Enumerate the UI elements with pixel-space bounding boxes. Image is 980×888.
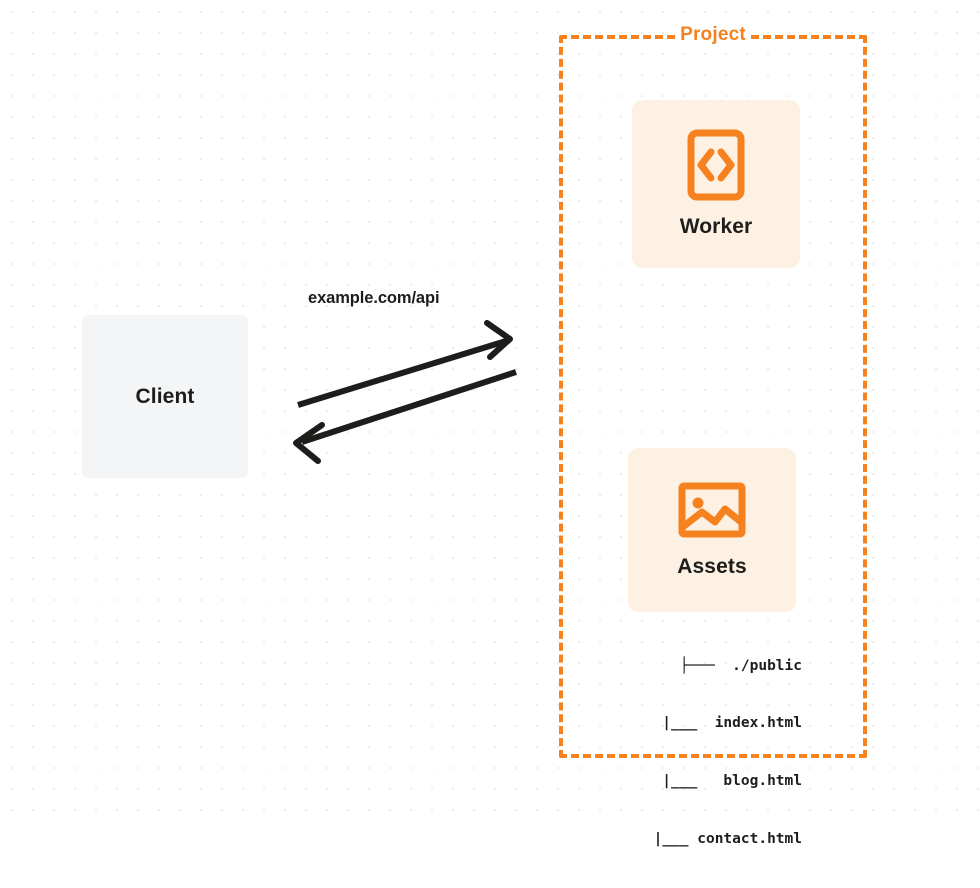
connector-arrows [270,275,530,475]
file-tree-line: ├─── ./public [679,657,802,674]
connector-label: example.com/api [308,289,440,307]
client-node[interactable]: Client [82,315,248,478]
project-title: Project [675,24,751,46]
file-tree-line: |___ contact.html [618,831,802,848]
assets-card[interactable]: Assets [628,448,796,612]
image-icon [678,481,746,539]
file-tree-line: |___ index.html [627,715,802,732]
worker-label: Worker [679,215,753,238]
request-arrow [297,320,513,408]
project-container: Project [559,24,867,758]
diagram-canvas: Client example.com/api Project [0,0,980,847]
worker-card[interactable]: Worker [632,100,800,268]
assets-label: Assets [677,555,747,578]
code-brackets-icon [687,129,745,201]
file-tree-line: |___ blog.html [627,773,802,790]
client-label: Client [135,384,195,408]
assets-file-tree: ├─── ./public |___ index.html |___ blog.… [600,618,802,888]
response-arrow [293,369,517,464]
